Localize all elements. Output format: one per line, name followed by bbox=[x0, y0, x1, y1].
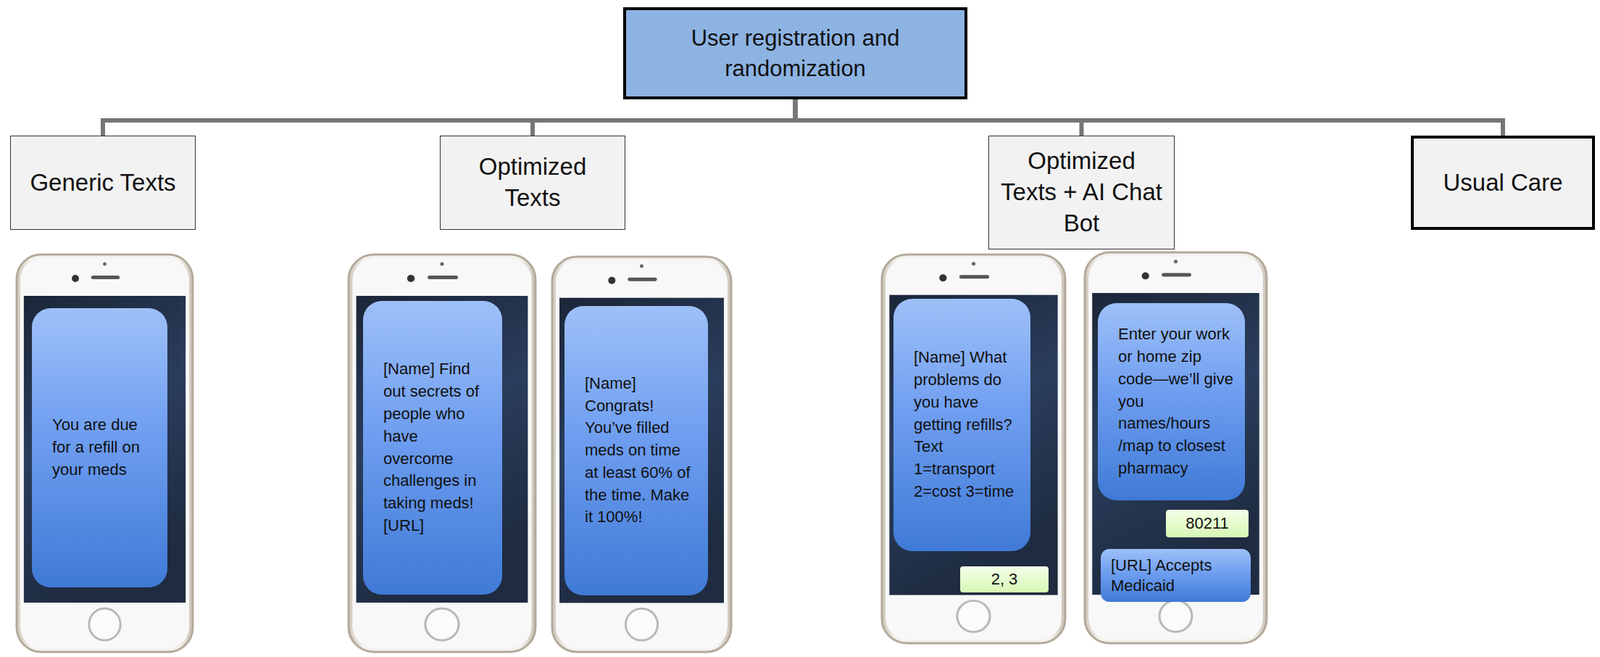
text-bubble: [Name] Find out secrets of people who ha… bbox=[363, 300, 503, 595]
node-label: [URL] Accepts Medicaid bbox=[1110, 555, 1244, 595]
text-bubble: [Name] Congrats! You’ve filled meds on t… bbox=[564, 305, 708, 595]
root-box: User registration and randomization bbox=[623, 7, 968, 100]
phone bbox=[16, 254, 193, 652]
reply-bubble: 2, 3 bbox=[960, 565, 1049, 593]
node-label: Usual Care bbox=[1442, 167, 1563, 199]
phone bbox=[1084, 252, 1267, 643]
text-bubble: [Name] What problems do you have getting… bbox=[893, 298, 1031, 551]
tree-connector bbox=[102, 99, 796, 136]
text-bubble: [URL] Accepts Medicaid bbox=[1100, 548, 1251, 602]
text-bubble: You are due for a refill on your meds bbox=[31, 307, 168, 587]
text-bubble: Enter your work or home zip code—we’ll g… bbox=[1097, 302, 1245, 500]
arm-box: Optimized Texts bbox=[439, 135, 626, 230]
node-label: User registration and randomization bbox=[643, 23, 948, 85]
arm-box: Usual Care bbox=[1410, 135, 1595, 230]
node-label: Generic Texts bbox=[29, 167, 176, 199]
reply-bubble: 80211 bbox=[1165, 509, 1249, 537]
tree-connector bbox=[795, 99, 1082, 136]
arm-box: Generic Texts bbox=[10, 135, 196, 230]
phone bbox=[348, 254, 536, 652]
tree-connector bbox=[532, 99, 796, 136]
node-label: 80211 bbox=[1185, 513, 1229, 533]
phone bbox=[881, 254, 1066, 643]
node-label: 2, 3 bbox=[991, 569, 1019, 589]
node-label: [Name] What problems do you have getting… bbox=[913, 346, 1019, 503]
tree-connector bbox=[795, 99, 1504, 136]
node-label: [Name] Find out secrets of people who ha… bbox=[383, 357, 491, 537]
node-label: You are due for a refill on your meds bbox=[52, 413, 156, 481]
node-label: [Name] Congrats! You’ve filled meds on t… bbox=[584, 372, 697, 529]
node-label: Enter your work or home zip code—we’ll g… bbox=[1118, 323, 1234, 480]
arm-box: Optimized Texts + AI Chat Bot bbox=[988, 135, 1175, 250]
node-label: Optimized Texts + AI Chat Bot bbox=[999, 145, 1164, 240]
phone bbox=[552, 256, 732, 652]
node-label: Optimized Texts bbox=[450, 151, 615, 214]
